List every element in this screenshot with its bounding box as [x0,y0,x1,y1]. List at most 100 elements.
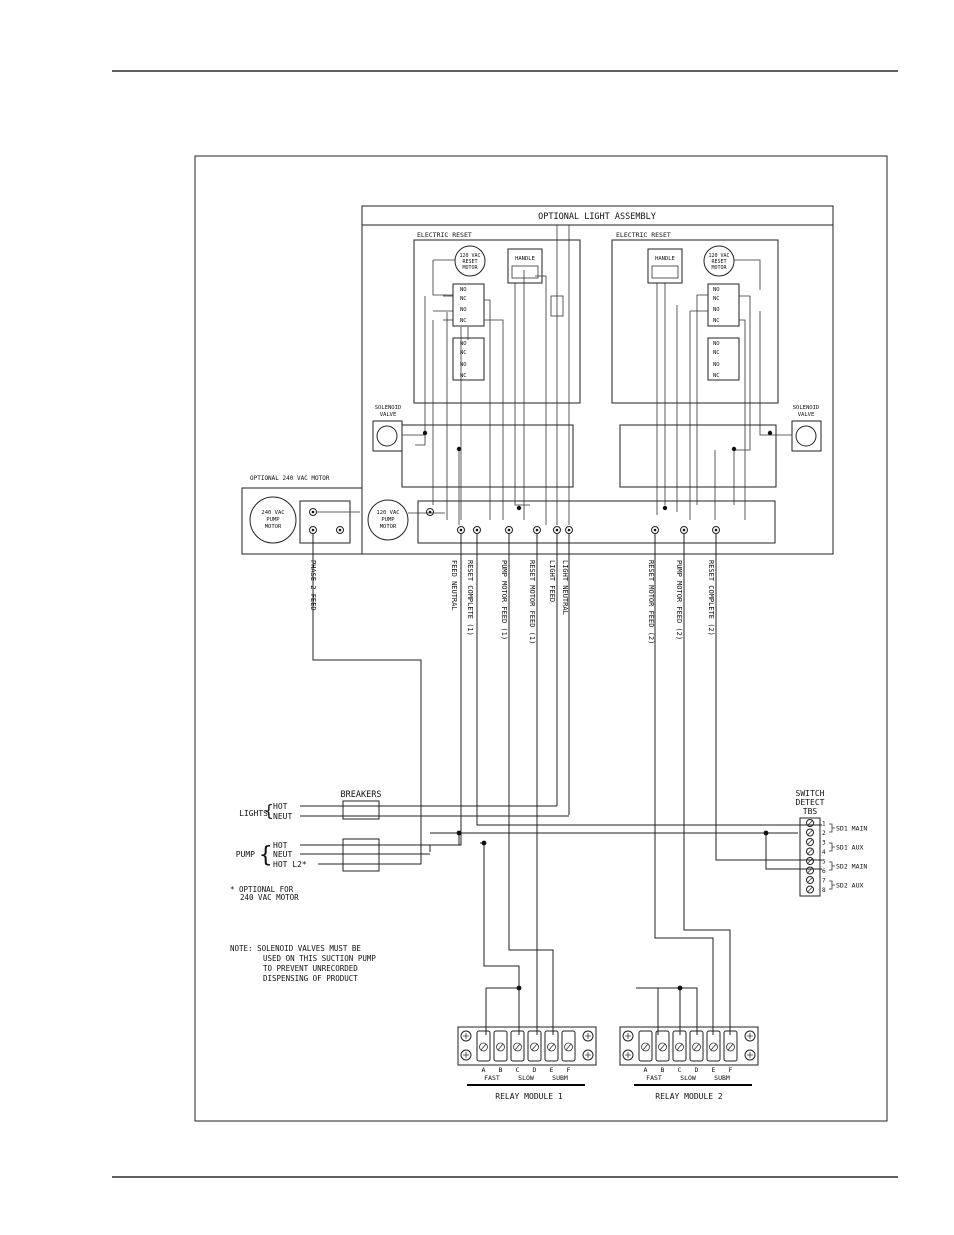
tbs-terminal [806,847,814,856]
relay-letter: B [661,1066,665,1074]
solenoid-right-icon [795,425,817,447]
relay-screw-icon [460,1049,472,1061]
tbs-terminal [806,885,814,894]
junction-box-left [401,424,574,488]
tbs-group-label: SD2 AUX [836,882,863,890]
relay-screw-icon [744,1049,756,1061]
terminal-studs [426,508,720,534]
tbs-terminal [806,866,814,875]
svg-text:RESET: RESET [462,259,477,265]
svg-text:RESET COMPLETE (1): RESET COMPLETE (1) [466,560,474,636]
svg-text:NO: NO [713,307,720,313]
svg-text:LIGHT NEUTRAL: LIGHT NEUTRAL [561,560,569,615]
relay-screw-icon [582,1030,594,1042]
svg-text:NC: NC [713,296,720,302]
tbs-number: 6 [822,868,826,875]
pump-motor-120-icon [367,499,409,541]
svg-text:NC: NC [460,296,467,302]
relay-letter: A [644,1066,648,1074]
relay-module-2-label: RELAY MODULE 2 [655,1092,723,1101]
relay-terminal [655,1030,670,1062]
relay-terminal [476,1030,491,1062]
svg-text:PUMP MOTOR FEED (2): PUMP MOTOR FEED (2) [675,560,683,640]
relay-letter: D [533,1066,537,1074]
svg-text:HOT L2*: HOT L2* [273,860,307,869]
tbs-number: 4 [822,849,826,856]
reset-motor-right-icon [703,245,735,277]
electric-reset-right: ELECTRIC RESET 120 VAC RESET MOTOR HANDL… [611,231,779,404]
relay-terminal [689,1030,704,1062]
tbs-number: 7 [822,878,826,885]
wire-labels: PHASE 2 FEED FEED NEUTRAL RESET COMPLETE… [309,560,715,644]
svg-text:MOTOR: MOTOR [380,524,397,530]
svg-text:120 VAC: 120 VAC [459,253,480,259]
svg-text:NC: NC [713,350,720,356]
light-assembly: OPTIONAL LIGHT ASSEMBLY [361,205,834,555]
relay-group-label: SLOW [518,1074,534,1082]
relay-group-label: FAST [484,1074,500,1082]
relay-module-1-label: RELAY MODULE 1 [495,1092,563,1101]
junction-dots [422,430,773,511]
terminal-strip [417,500,776,544]
relay-terminal [544,1030,559,1062]
svg-text:NC: NC [713,318,720,324]
optional-240-motor: OPTIONAL 240 VAC MOTOR 240 VAC PUMP MOTO… [241,475,363,555]
relay-terminal [723,1030,738,1062]
svg-text:240 VAC MOTOR: 240 VAC MOTOR [240,893,299,902]
tbs-number: 3 [822,840,826,847]
relay-letter: B [499,1066,503,1074]
relay-terminal [493,1030,508,1062]
svg-text:VALVE: VALVE [380,412,397,418]
tbs-number: 8 [822,887,826,894]
svg-text:NO: NO [713,287,720,293]
internal-wiring [316,225,792,525]
svg-text:RESET COMPLETE (2): RESET COMPLETE (2) [707,560,715,636]
optional-240-motor-label: OPTIONAL 240 VAC MOTOR [250,475,330,482]
breakers-label: BREAKERS [341,790,382,800]
svg-text:SOLENOID: SOLENOID [793,405,820,411]
pump-brace: { [259,843,272,868]
relay-letter: D [695,1066,699,1074]
svg-text:NO: NO [713,341,720,347]
svg-text:NO: NO [460,341,467,347]
handle-left-switch-icon [511,265,539,279]
tbs-number: 2 [822,830,826,837]
svg-text:NC: NC [460,318,467,324]
handle-right-switch-icon [651,265,679,279]
svg-text:NEUT: NEUT [273,812,292,821]
svg-text:RESET MOTOR FEED (2): RESET MOTOR FEED (2) [647,560,655,644]
relay-letter: E [550,1066,554,1074]
electric-reset-left-label: ELECTRIC RESET [417,231,472,239]
svg-text:MOTOR: MOTOR [265,524,282,530]
svg-text:DISPENSING OF PRODUCT: DISPENSING OF PRODUCT [263,974,358,983]
svg-text:HOT: HOT [273,841,288,850]
relay-group-label: SLOW [680,1074,696,1082]
svg-text:RESET MOTOR FEED (1): RESET MOTOR FEED (1) [528,560,536,644]
svg-text:NC: NC [460,350,467,356]
relay-terminal [672,1030,687,1062]
electric-reset-right-label: ELECTRIC RESET [616,231,671,239]
relay-group-label: SUBM [552,1074,568,1082]
relay-screw-icon [744,1030,756,1042]
field-wiring [312,534,822,1035]
relay-letter: F [567,1066,571,1074]
svg-text:SWITCH: SWITCH [796,789,825,798]
pump-label: PUMP [236,850,255,859]
svg-text:USED ON THIS SUCTION PUMP: USED ON THIS SUCTION PUMP [263,954,376,963]
svg-text:MOTOR: MOTOR [462,265,478,271]
lights-label: LIGHTS [239,809,268,818]
svg-text:NO: NO [460,307,467,313]
electric-reset-left: ELECTRIC RESET 120 VAC RESET MOTOR HANDL… [413,231,581,404]
solenoid-left-icon [376,425,398,447]
relay-terminal [638,1030,653,1062]
solenoid-valve-left: SOLENOID VALVE [372,405,403,452]
svg-text:PUMP: PUMP [381,517,395,523]
svg-text:RESET: RESET [711,259,726,265]
svg-text:NEUT: NEUT [273,850,292,859]
svg-text:DETECT: DETECT [796,798,825,807]
svg-text:NC: NC [460,373,467,379]
pump-motor-120: 120 VAC PUMP MOTOR [367,499,409,541]
